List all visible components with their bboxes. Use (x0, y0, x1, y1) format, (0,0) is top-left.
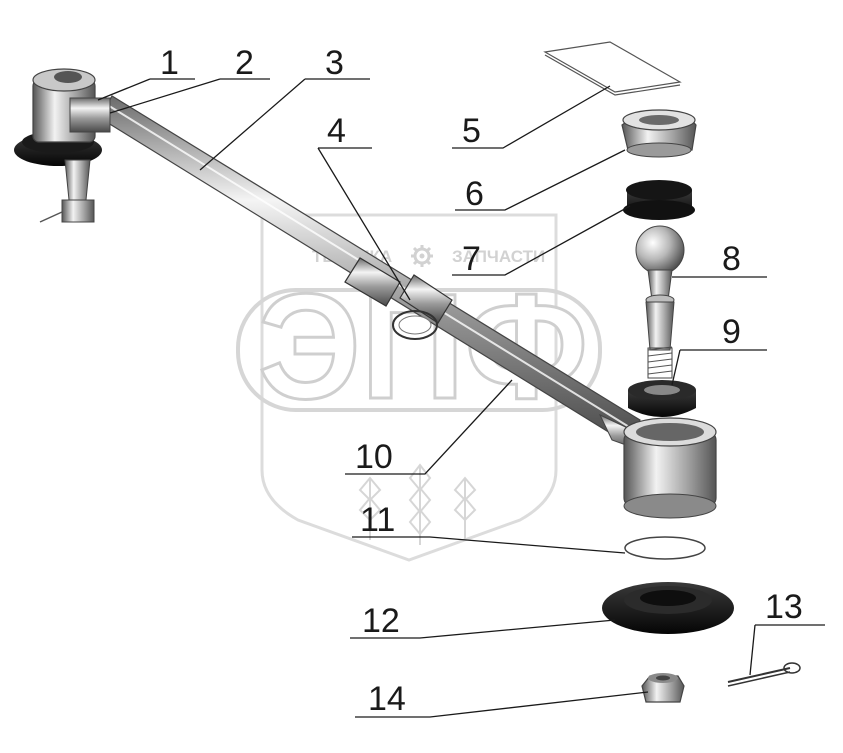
callout-4: 4 (327, 112, 346, 150)
part-11-snap-ring (624, 536, 706, 560)
watermark: ТЕХНИКА ЗАПЧАСТИ ЭПФ (236, 213, 602, 562)
leader-12 (350, 619, 616, 639)
left-tie-rod-end (14, 68, 111, 223)
callout-13: 13 (765, 588, 803, 626)
part-14-castle-nut (641, 673, 685, 703)
callout-3: 3 (325, 44, 344, 82)
watermark-logo: ЭПФ (258, 262, 588, 430)
leader-14 (355, 691, 649, 718)
callout-5: 5 (462, 112, 481, 150)
part-6-upper-insert (621, 109, 697, 158)
part-5-shim-plate (543, 41, 682, 96)
gear-icon (411, 245, 433, 267)
part-4-clamp-collar (344, 257, 453, 340)
callout-1: 1 (160, 44, 179, 82)
leader-6 (455, 149, 626, 211)
callout-8: 8 (722, 240, 741, 278)
leader-2 (109, 78, 270, 114)
leader-3 (199, 78, 370, 171)
callout-10: 10 (355, 438, 393, 476)
leader-lines (97, 78, 825, 718)
callout-2: 2 (235, 44, 254, 82)
callout-6: 6 (465, 175, 484, 213)
leader-1 (97, 78, 195, 101)
leader-11 (352, 536, 626, 554)
watermark-top-right: ЗАПЧАСТИ (452, 247, 545, 266)
callout-7: 7 (462, 240, 481, 278)
leader-4 (317, 147, 411, 301)
part-7-upper-rubber-cup (623, 180, 695, 220)
part-8-ball-stud (635, 225, 685, 379)
part-9-lower-rubber-cup (628, 380, 696, 417)
callout-12: 12 (362, 602, 400, 640)
part-12-dust-boot (602, 582, 734, 634)
leader-9 (671, 349, 767, 386)
leader-5 (452, 85, 611, 149)
callout-9: 9 (722, 313, 741, 351)
callout-labels: 1 2 3 4 5 6 7 8 9 10 11 12 13 14 (160, 44, 803, 718)
leader-7 (452, 205, 631, 276)
watermark-wheat (358, 463, 477, 545)
part-13-cotter-pin (727, 662, 801, 687)
callout-14: 14 (368, 680, 406, 718)
leader-10 (345, 379, 513, 475)
leader-13 (749, 624, 825, 676)
callout-11: 11 (360, 501, 395, 539)
right-tie-rod-housing (598, 413, 717, 519)
